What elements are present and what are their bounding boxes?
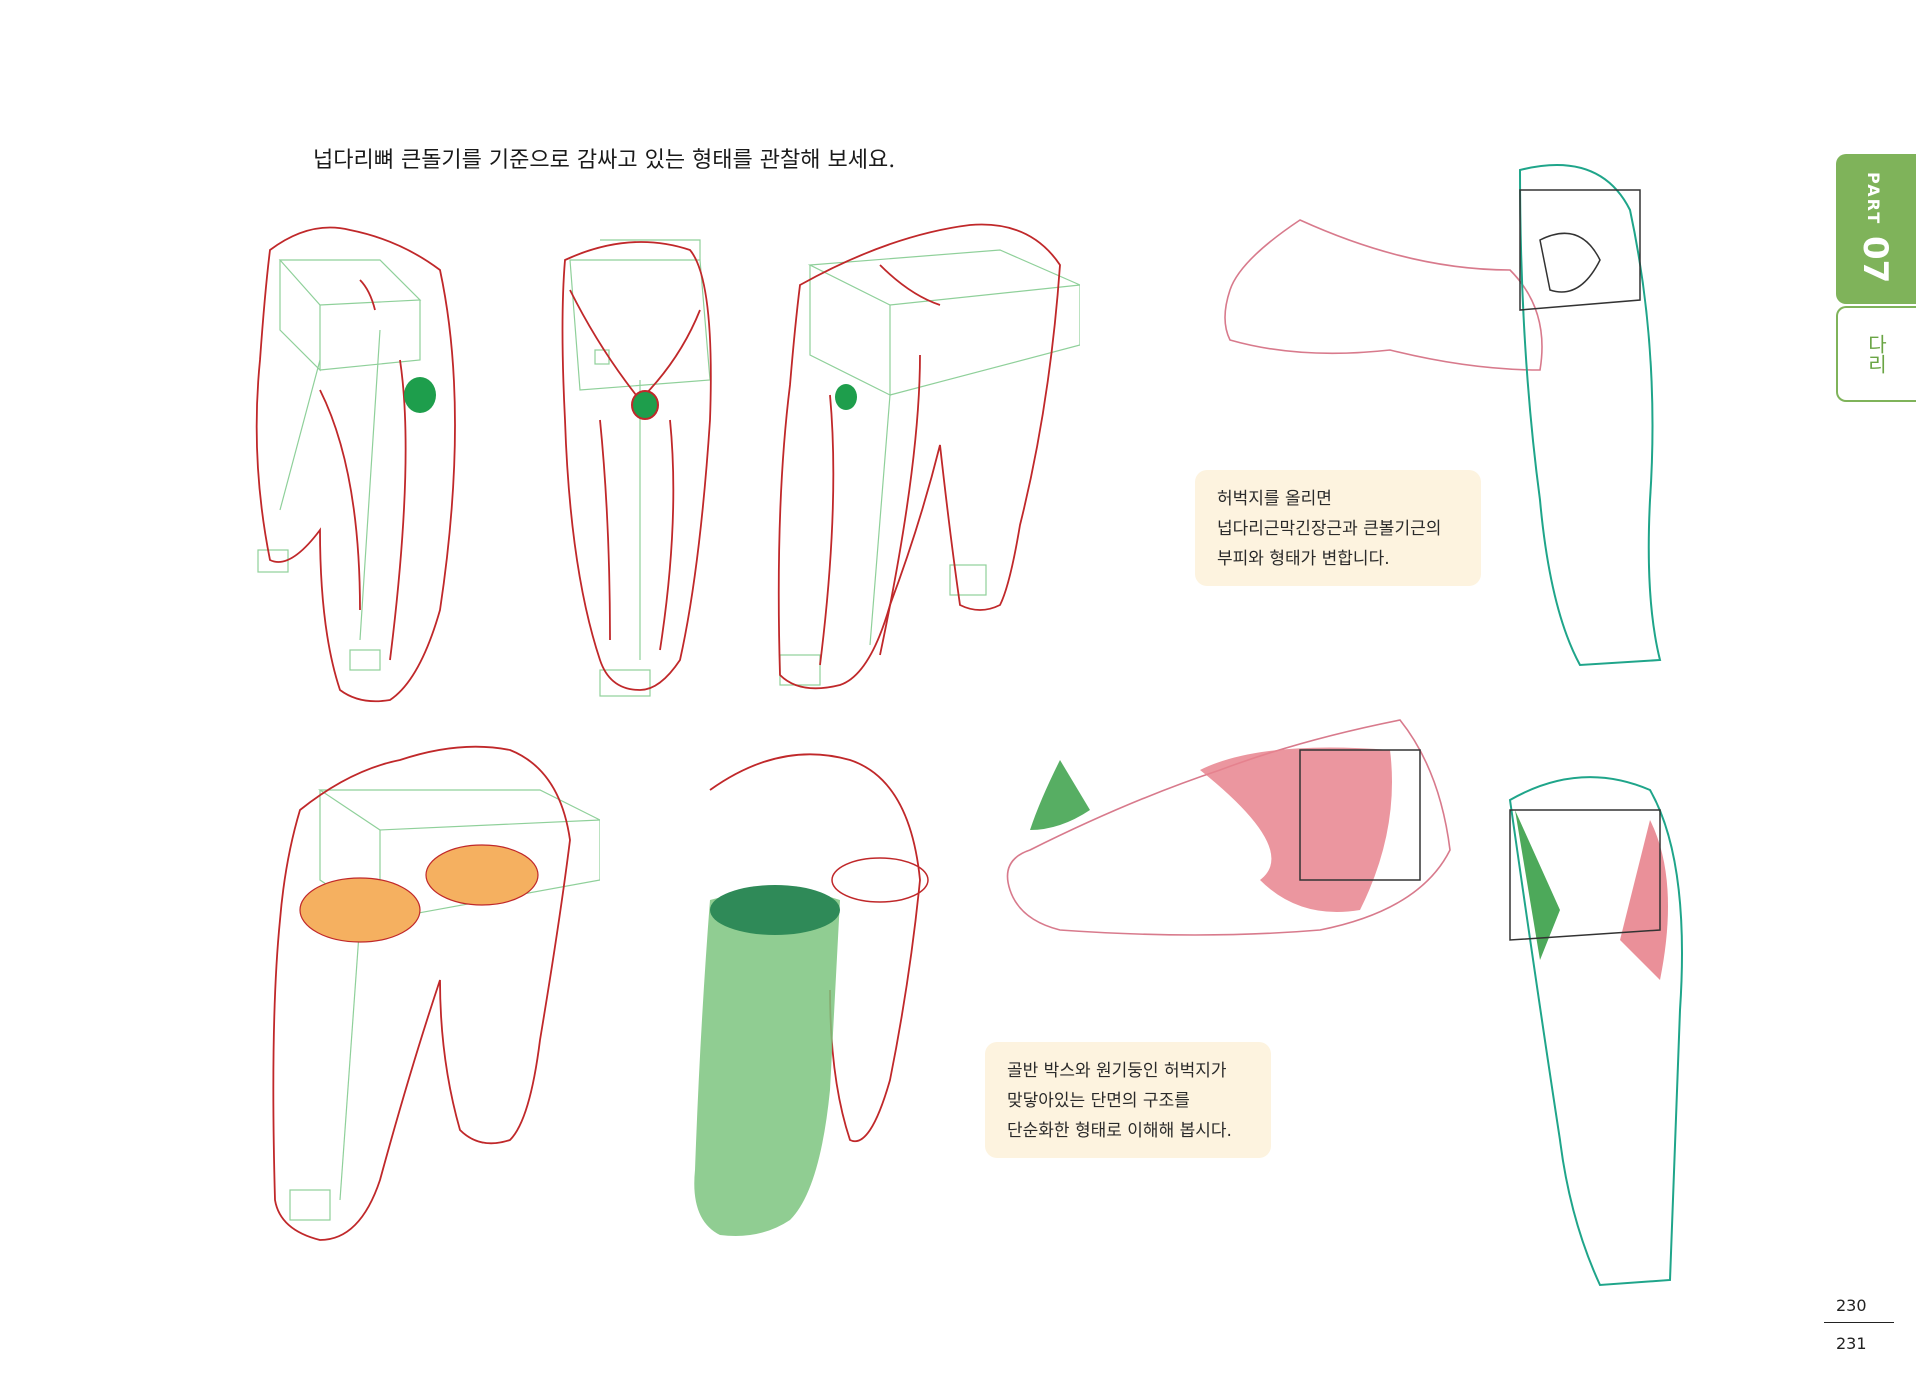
bubble-text: 골반 박스와 원기둥인 허벅지가 (1007, 1061, 1227, 1081)
greater-trochanter-marker (835, 384, 857, 410)
part-number: 07 (1855, 236, 1895, 284)
speech-bubble-cross-section: 골반 박스와 원기둥인 허벅지가 맞닿아있는 단면의 구조를 단순화한 형태로 … (985, 1042, 1271, 1158)
bubble-text: 넙다리근막긴장근과 큰볼기근의 (1217, 519, 1442, 539)
cross-section-right (425, 844, 539, 906)
cylinder-top (710, 885, 840, 935)
leg-sketch-side-raised-shaded (1006, 719, 1451, 936)
muscle-gluteus-front (1620, 820, 1668, 980)
section-tab: 다리 (1836, 306, 1916, 402)
page-heading: 넙다리뼈 큰돌기를 기준으로 감싸고 있는 형태를 관찰해 보세요. (313, 148, 896, 173)
leg-sketch-5-cylinder (694, 753, 929, 1236)
part-tab: PART 07 (1836, 154, 1916, 304)
bubble-text: 부피와 형태가 변합니다. (1217, 549, 1390, 569)
part-label: PART (1864, 172, 1883, 226)
leg-sketch-1 (255, 226, 456, 703)
cross-section-left (299, 877, 421, 943)
muscle-tfl-front (1515, 810, 1560, 960)
page-number-divider (1824, 1322, 1894, 1323)
speech-bubble-raised-thigh: 허벅지를 올리면 넙다리근막긴장근과 큰볼기근의 부피와 형태가 변합니다. (1195, 470, 1481, 586)
page-number-left: 230 (1836, 1296, 1867, 1315)
page-number-right: 231 (1836, 1334, 1867, 1353)
leg-sketch-4 (272, 745, 600, 1241)
bubble-text: 단순화한 형태로 이해해 봅시다. (1007, 1121, 1232, 1141)
leg-sketch-side-raised (1224, 164, 1662, 667)
leg-sketch-2 (561, 239, 712, 697)
leg-sketch-3 (777, 223, 1080, 690)
bubble-text: 허벅지를 올리면 (1217, 489, 1332, 509)
greater-trochanter-marker (631, 390, 659, 420)
muscle-gluteus (1200, 747, 1392, 912)
section-label: 다리 (1864, 334, 1888, 374)
greater-trochanter-marker (404, 377, 436, 413)
leg-sketch-front-shaded (1508, 776, 1683, 1287)
muscle-tfl (1030, 760, 1090, 830)
thigh-cylinder (694, 890, 840, 1236)
bubble-text: 맞닿아있는 단면의 구조를 (1007, 1091, 1190, 1111)
